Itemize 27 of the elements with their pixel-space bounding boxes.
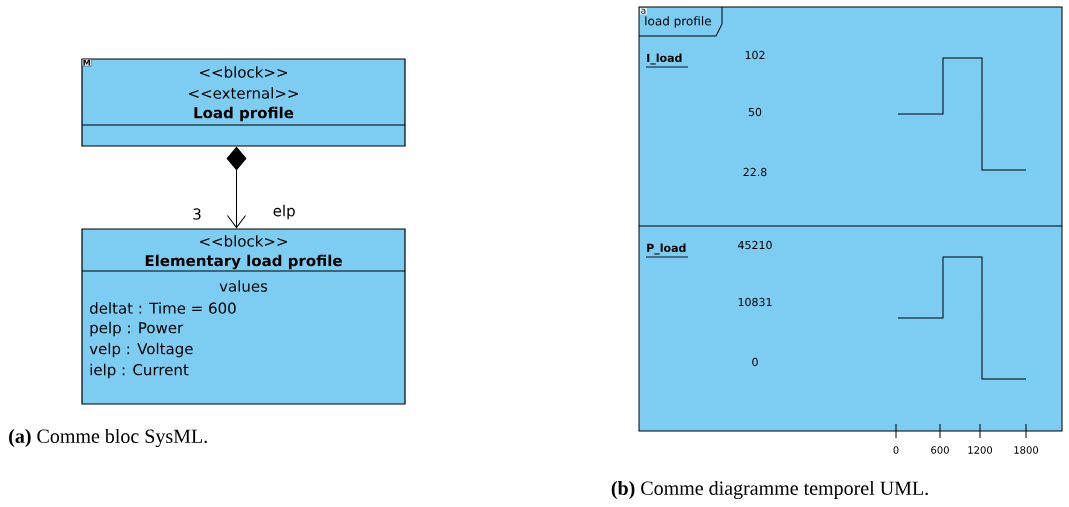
- state-value: 50: [748, 107, 762, 117]
- tick-label: 1800: [1014, 446, 1039, 454]
- state-value: 22.8: [743, 167, 767, 177]
- property-text: deltat : Time = 600: [90, 302, 236, 314]
- block-name: Load profile: [194, 106, 294, 122]
- compartment-title: values: [219, 280, 268, 292]
- tick-label: 0: [893, 446, 899, 454]
- property-text: pelp : Power: [90, 321, 184, 337]
- caption: (a) Comme bloc SysML.: [9, 428, 207, 448]
- caption: (b) Comme diagramme temporel UML.: [611, 480, 928, 500]
- property-text: ielp : Current: [90, 363, 189, 379]
- property-text: velp : Voltage: [89, 342, 193, 358]
- tick-label: 600: [931, 446, 949, 454]
- frame-title: load profile: [645, 16, 711, 28]
- block-name: Elementary load profile: [145, 254, 342, 270]
- composition-arrow: [226, 146, 247, 229]
- lifeline-name: I_load: [647, 53, 682, 65]
- state-value: 102: [745, 50, 765, 60]
- tick-label: 1200: [968, 446, 993, 454]
- state-value: 10831: [738, 297, 772, 307]
- lifeline-name: P_load: [647, 243, 686, 255]
- stereotype: <<external>>: [189, 87, 298, 99]
- state-value: 45210: [738, 240, 772, 250]
- stereotype: <<block>>: [200, 66, 287, 78]
- stereotype: <<block>>: [200, 235, 287, 247]
- state-value: 0: [752, 357, 758, 367]
- edge-label: elp: [273, 204, 295, 220]
